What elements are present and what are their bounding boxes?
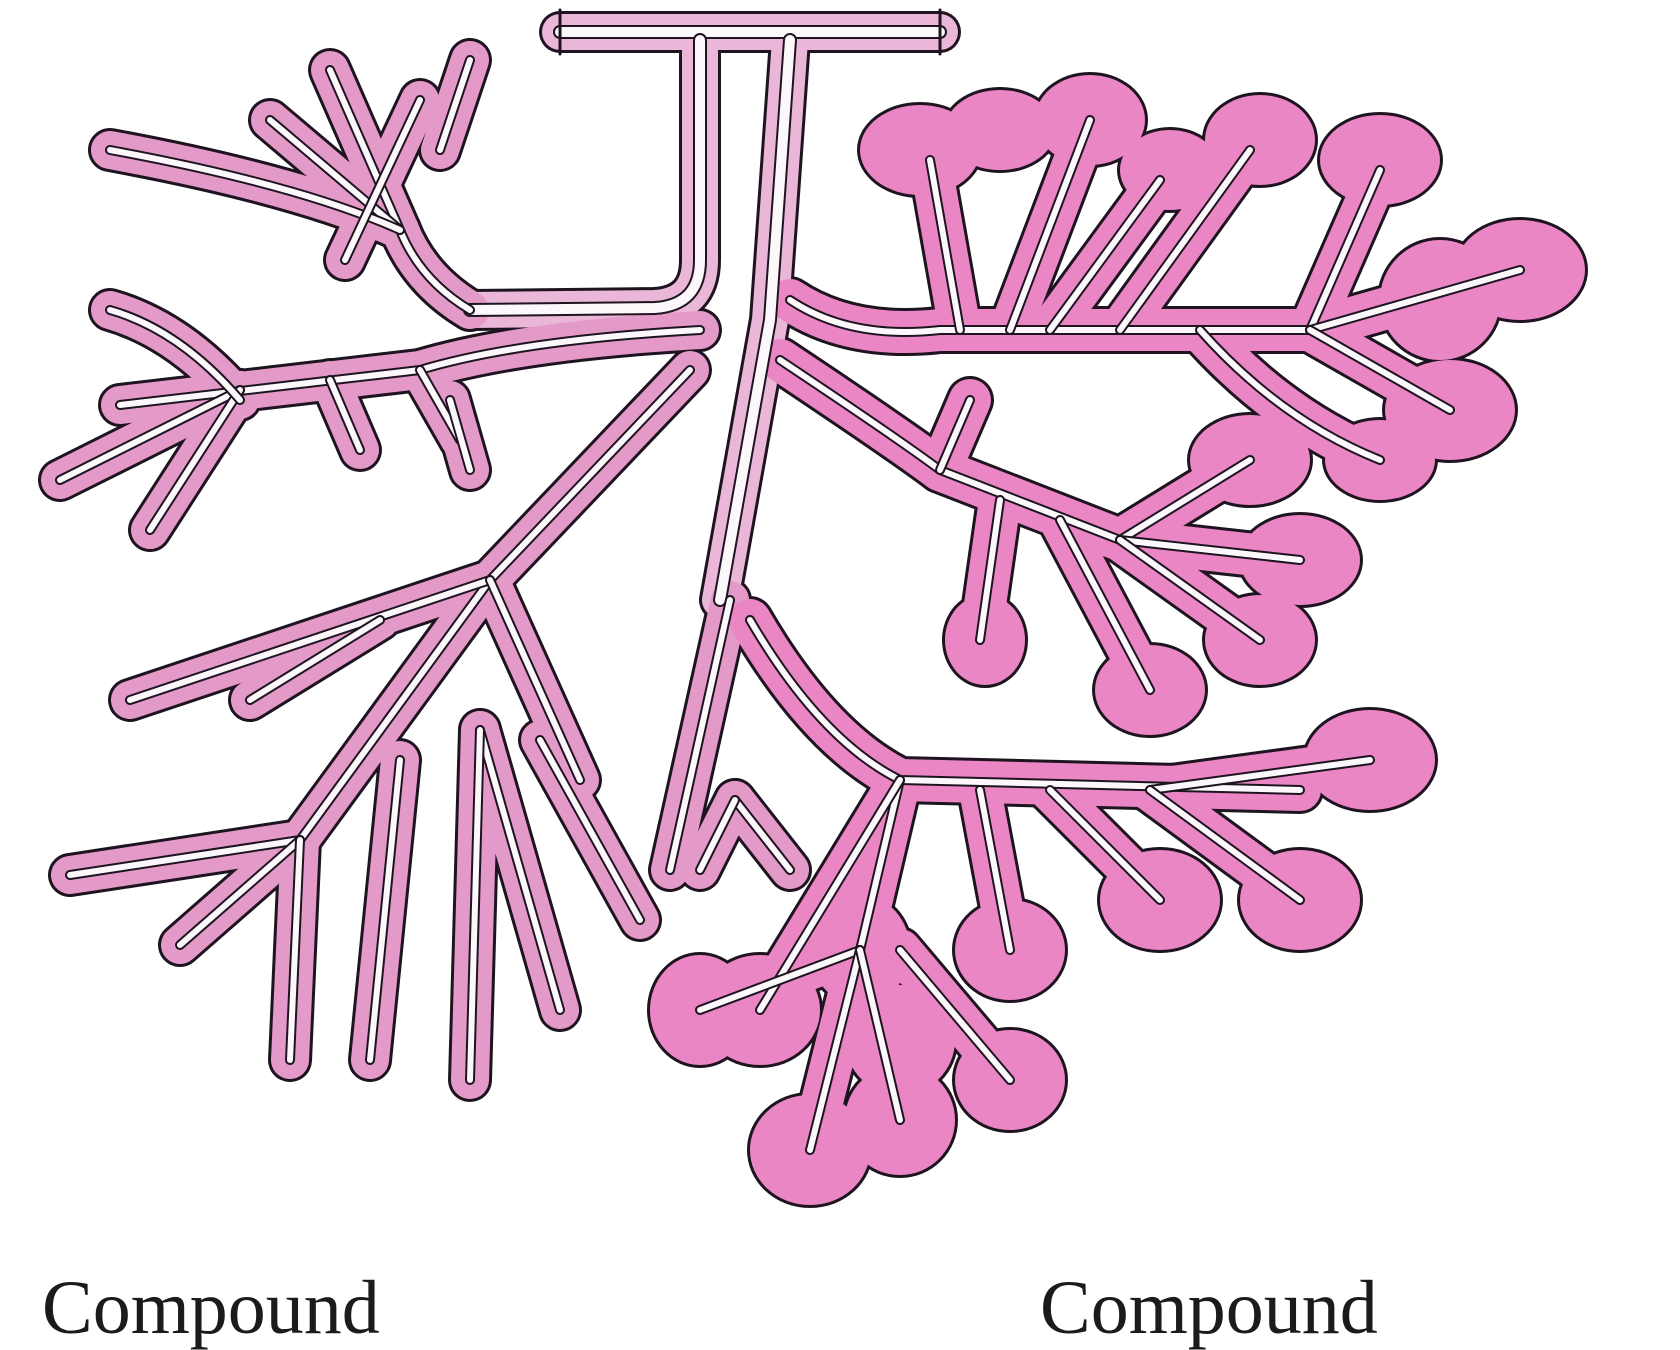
main-duct-stem-left-lumen-edge bbox=[470, 40, 700, 310]
main-duct-stem-left-wall bbox=[470, 40, 700, 310]
label-compound-alveolar: Compound bbox=[1040, 1270, 1378, 1346]
main-duct-stem-left-epithelium bbox=[470, 40, 700, 310]
main-duct-stem-left-lumen bbox=[470, 40, 700, 310]
label-compound-tubular: Compound bbox=[42, 1270, 380, 1346]
